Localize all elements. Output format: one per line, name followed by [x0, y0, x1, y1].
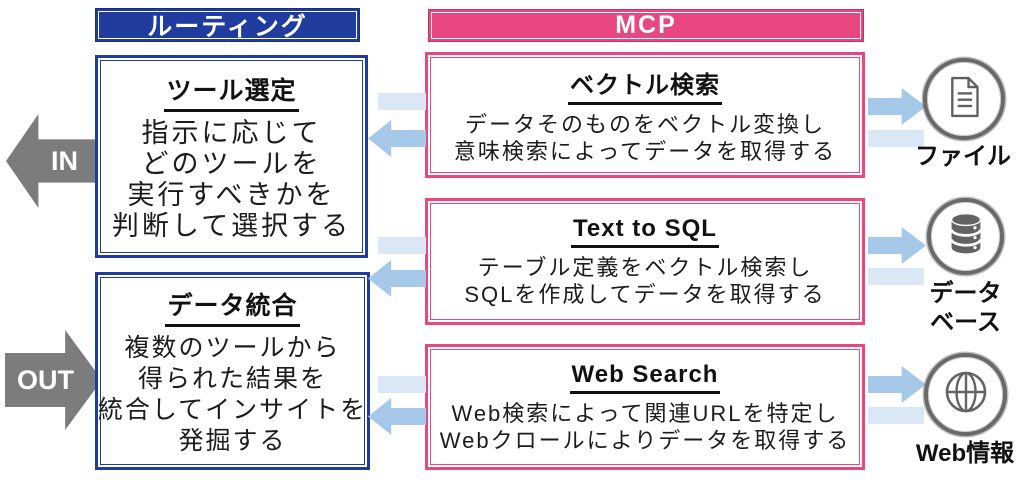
box-title: ツール選定 [164, 71, 299, 112]
box-text-line: どのツールを [141, 149, 322, 179]
mcp-box-vector-search-content: ベクトル検索 データそのものをベクトル変換し 意味検索によってデータを取得する [430, 57, 860, 173]
mcp-box-text-to-sql-content: Text to SQL テーブル定義をベクトル検索し SQLを作成してデータを取… [430, 203, 860, 320]
box-text-line: 意味検索によってデータを取得する [453, 139, 837, 164]
routing-box-data-integration-content: データ統合 複数のツールから 得られた結果を 統合してインサイトを 発掘する [97, 277, 368, 465]
connector-arrow-left-2 [368, 260, 426, 297]
box-text-line: テーブル定義をベクトル検索し [477, 255, 813, 280]
mcp-box-vector-search: ベクトル検索 データそのものをベクトル変換し 意味検索によってデータを取得する [425, 52, 865, 178]
box-text-line: 判断して選択する [111, 211, 352, 241]
mcp-header: MCP [428, 9, 864, 42]
connector-rect-left-1 [868, 130, 924, 147]
box-text-line: 得られた結果を [137, 364, 327, 393]
box-text-line: 複数のツールから [124, 333, 341, 362]
database-icon [948, 212, 984, 261]
box-text-line: Webクロールによりデータを取得する [439, 427, 851, 453]
web-source-label: Web情報 [890, 439, 1035, 468]
mcp-box-web-search-content: Web Search Web検索によって関連URLを特定し Webクロールにより… [430, 349, 860, 465]
box-title: Text to SQL [571, 215, 719, 248]
connector-rect-right-3 [378, 376, 426, 393]
out-arrow-label: OUT [17, 364, 74, 395]
connector-arrow-right-1 [868, 88, 926, 125]
connector-rect-right-1 [378, 93, 426, 110]
mcp-box-web-search: Web Search Web検索によって関連URLを特定し Webクロールにより… [425, 344, 865, 470]
connector-arrow-left-1 [368, 120, 426, 157]
source-label-line: ファイル [915, 143, 1011, 170]
box-text-line: Web検索によって関連URLを特定し [451, 400, 839, 426]
routing-box-data-integration: データ統合 複数のツールから 得られた結果を 統合してインサイトを 発掘する [95, 272, 370, 470]
mcp-box-text-to-sql: Text to SQL テーブル定義をベクトル検索し SQLを作成してデータを取… [425, 198, 865, 325]
box-text-line: 指示に応じて [141, 118, 322, 148]
box-text-line: 実行すべきかを [127, 180, 336, 210]
globe-icon [943, 369, 989, 420]
web-source-circle [924, 353, 1007, 436]
routing-header: ルーティング [95, 8, 360, 42]
connector-rect-right-2 [378, 237, 426, 254]
source-label-line: ベース [930, 309, 1001, 336]
file-icon [946, 75, 982, 124]
routing-box-tool-selection-content: ツール選定 指示に応じて どのツールを 実行すべきかを 判断して選択する [100, 60, 363, 253]
box-text-line: SQLを作成してデータを取得する [464, 282, 826, 307]
routing-box-tool-selection: ツール選定 指示に応じて どのツールを 実行すべきかを 判断して選択する [95, 55, 368, 258]
connector-arrow-right-2 [868, 227, 926, 264]
in-arrow-label: IN [51, 145, 78, 176]
in-arrow: IN [6, 114, 96, 208]
connector-arrow-left-3 [368, 398, 426, 435]
box-text-line: データそのものをベクトル変換し [464, 112, 825, 137]
box-title: データ統合 [165, 286, 300, 327]
connector-rect-left-3 [868, 407, 924, 424]
connector-rect-left-2 [868, 268, 924, 285]
source-label-line: Web情報 [915, 440, 1015, 467]
file-source-label: ファイル [898, 142, 1028, 171]
box-title: Web Search [569, 361, 721, 394]
source-label-line: データ [929, 280, 1002, 307]
box-title: ベクトル検索 [568, 65, 722, 105]
connector-arrow-right-3 [868, 366, 926, 403]
box-text-line: 統合してインサイトを [97, 395, 368, 424]
box-text-line: 発掘する [178, 426, 287, 455]
out-arrow: OUT [5, 330, 102, 430]
database-source-label: データ ベース [898, 279, 1033, 337]
file-source-circle [923, 58, 1005, 140]
database-source-circle [927, 198, 1004, 275]
